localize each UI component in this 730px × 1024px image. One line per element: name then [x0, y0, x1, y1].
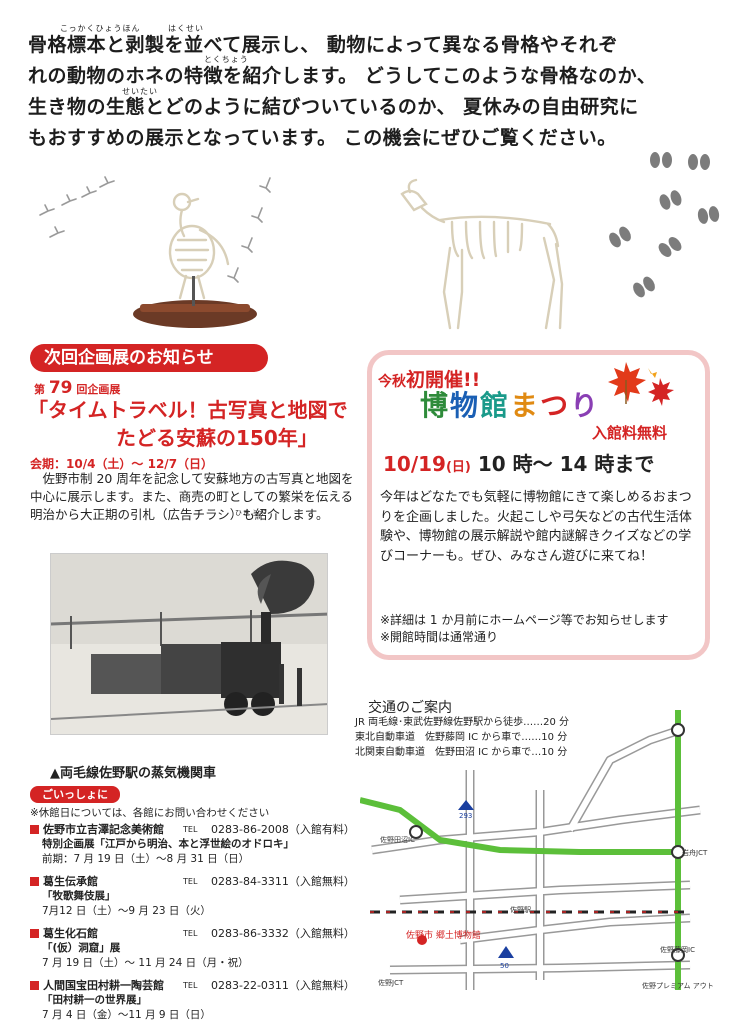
tel-label: TEL	[183, 825, 198, 834]
access-title: 交通のご案内	[368, 700, 452, 716]
route-50-label: 50	[500, 962, 509, 970]
ruby-tokucho: とくちょう	[204, 55, 249, 64]
maple-leaves-icon	[608, 362, 674, 406]
sano-jct-label: 佐野JCT	[378, 978, 404, 987]
intro-text: 骨格標本と剥製を並べて展示し、 動物によって異なる骨格やそれぞ れの動物のホネの…	[28, 30, 708, 154]
festival-note-2: ※開館時間は通常通り	[380, 630, 499, 644]
venue-period: 7月12 日（土）～9 月 23 日（火）	[42, 905, 211, 917]
exhibition-title-line-2: たどる安蘇の150年」	[116, 426, 318, 450]
festival-note-1: ※詳細は 1 か月前にホームページ等でお知らせします	[380, 613, 669, 627]
festival-name: 博物館まつり	[420, 384, 600, 424]
exhibition-title-line-1: 「タイムトラベル！古写真と地図で	[28, 398, 348, 422]
ruby-kokkaku: こっかくひょうほん	[60, 24, 141, 33]
museum-map-label: 佐野市 郷土博物館	[406, 929, 481, 941]
access-line-2: 東北自動車道 佐野藤岡 IC から車で……10 分	[355, 732, 568, 743]
venue-exhibition: 「(仮）洞窟」展	[42, 942, 121, 954]
bird-tracks-icon	[227, 177, 271, 283]
access-line-3: 北関東自動車道 佐野田沼 IC から車で…10 分	[355, 747, 568, 758]
venue-item: 人間国宝田村耕一陶芸館 TEL 0283-22-0311（入館無料） 「田村耕一の世…	[30, 978, 360, 1023]
festival-heading: 今秋初開催!!	[378, 369, 481, 391]
venue-exhibition: 「田村耕一の世界展」	[42, 994, 147, 1006]
festival-name-char: ま	[510, 389, 541, 422]
outlet-label: 佐野プレミアム アウトレット	[642, 981, 715, 990]
access-map: 293 50 佐野市 郷土博物館 佐野JCT 岩舟JCT 佐野藤岡IC 佐野田沼…	[360, 710, 715, 990]
festival-description: 今年はどなたでも気軽に博物館にきて楽しめるおまつりを企画しました。火起こしや弓矢…	[380, 490, 692, 564]
venue-period: 7 月 19 日（土）～ 11 月 24 日（月・祝）	[42, 957, 249, 969]
accompanying-badge: ごいっしょに	[30, 786, 120, 803]
exhibition-description: 佐野市制 20 周年を記念して安蘇地方の古写真と地図を中心に展示します。また、商…	[30, 471, 354, 522]
bullet-icon	[30, 877, 39, 886]
venue-name: 葛生化石館	[43, 927, 98, 940]
venue-exhibition: 特別企画展「江戸から明治、本と浮世絵のオドロキ」	[42, 838, 294, 850]
goat-skeleton-image	[400, 178, 564, 330]
festival-name-char: つ	[540, 389, 571, 422]
museum-festival-box	[367, 350, 710, 660]
sano-tanuma-ic-label: 佐野田沼IC	[380, 835, 415, 844]
next-exhibition-badge: 次回企画展のお知らせ	[30, 344, 268, 372]
venue-name: 人間国宝田村耕一陶芸館	[43, 979, 164, 992]
photo-caption: ▲両毛線佐野駅の蒸気機関車	[50, 766, 216, 781]
festival-name-char: 物	[450, 389, 481, 422]
iwafune-jct-label: 岩舟JCT	[682, 848, 708, 857]
bullet-icon	[30, 825, 39, 834]
festival-name-char: り	[570, 389, 601, 422]
ruby-hikifuda: ひきふだ	[235, 509, 267, 517]
bird-footprints-icon	[39, 176, 115, 238]
intro-line-3: 生き物の生態とどのように結びついているのか、 夏休みの自由研究に	[28, 96, 639, 118]
festival-date: 10/19(日) 10 時～ 14 時まで	[383, 452, 655, 476]
venue-name: 葛生伝承館	[43, 875, 98, 888]
access-line-1: JR 両毛線･東武佐野線佐野駅から徒歩……20 分	[355, 717, 569, 728]
hoofprints-icon	[609, 152, 720, 298]
venue-item: 佐野市立吉澤記念美術館 TEL 0283-86-2008（入館有料） 特別企画展「江…	[30, 822, 360, 867]
steam-locomotive-photo	[50, 553, 328, 735]
exhibition-number: 第 79 回企画展	[34, 378, 121, 398]
venue-tel: 0283-22-0311（入館無料）	[211, 979, 355, 992]
ruby-seitai: せいたい	[122, 87, 158, 96]
tel-label: TEL	[183, 929, 198, 938]
sano-station-label: 佐野駅	[510, 905, 531, 914]
bullet-icon	[30, 981, 39, 990]
closing-day-note: ※休館日については、各館にお問い合わせください	[30, 807, 270, 819]
tel-label: TEL	[183, 877, 198, 886]
bullet-icon	[30, 929, 39, 938]
bird-skeleton-image	[133, 192, 257, 328]
ruby-hakusei: はくせい	[168, 24, 204, 33]
exhibition-period: 会期：10/4（土）～ 12/7（日）	[30, 457, 214, 471]
festival-notes: ※詳細は 1 か月前にホームページ等でお知らせします ※開館時間は通常通り	[380, 612, 700, 646]
venue-item: 葛生化石館 TEL 0283-86-3332（入館無料） 「(仮）洞窟」展 7 月 …	[30, 926, 360, 971]
venue-exhibition: 「牧歌舞伎展」	[42, 890, 116, 902]
festival-name-char: 博	[420, 389, 451, 422]
venue-tel: 0283-86-3332（入館無料）	[211, 927, 355, 940]
access-directions: JR 両毛線･東武佐野線佐野駅から徒歩……20 分 東北自動車道 佐野藤岡 IC…	[355, 715, 569, 760]
intro-line-1: 骨格標本と剥製を並べて展示し、 動物によって異なる骨格やそれぞ	[28, 34, 618, 56]
sano-fujioka-ic-label: 佐野藤岡IC	[660, 945, 695, 954]
venue-period: 7 月 4 日（金）～11 月 9 日（日）	[42, 1009, 211, 1021]
route-293-label: 293	[459, 812, 472, 820]
free-admission: 入館料無料	[592, 424, 668, 442]
intro-line-4: もおすすめの展示となっています。 この機会にぜひご覧ください。	[28, 127, 617, 149]
tel-label: TEL	[183, 981, 198, 990]
venue-item: 葛生伝承館 TEL 0283-84-3311（入館無料） 「牧歌舞伎展」 7月12 …	[30, 874, 360, 919]
venue-tel: 0283-86-2008（入館有料）	[211, 823, 355, 836]
festival-name-char: 館	[480, 389, 511, 422]
venue-name: 佐野市立吉澤記念美術館	[43, 823, 164, 836]
venue-list: 佐野市立吉澤記念美術館 TEL 0283-86-2008（入館有料） 特別企画展「江…	[30, 822, 360, 1024]
venue-tel: 0283-84-3311（入館無料）	[211, 875, 355, 888]
exhibition-title: 「タイムトラベル！古写真と地図で たどる安蘇の150年」	[28, 396, 368, 452]
venue-period: 前期：7 月 19 日（土）～8 月 31 日（日）	[42, 853, 250, 865]
intro-line-2: れの動物のホネの特徴を紹介します。 どうしてこのような骨格なのか、	[28, 65, 657, 87]
